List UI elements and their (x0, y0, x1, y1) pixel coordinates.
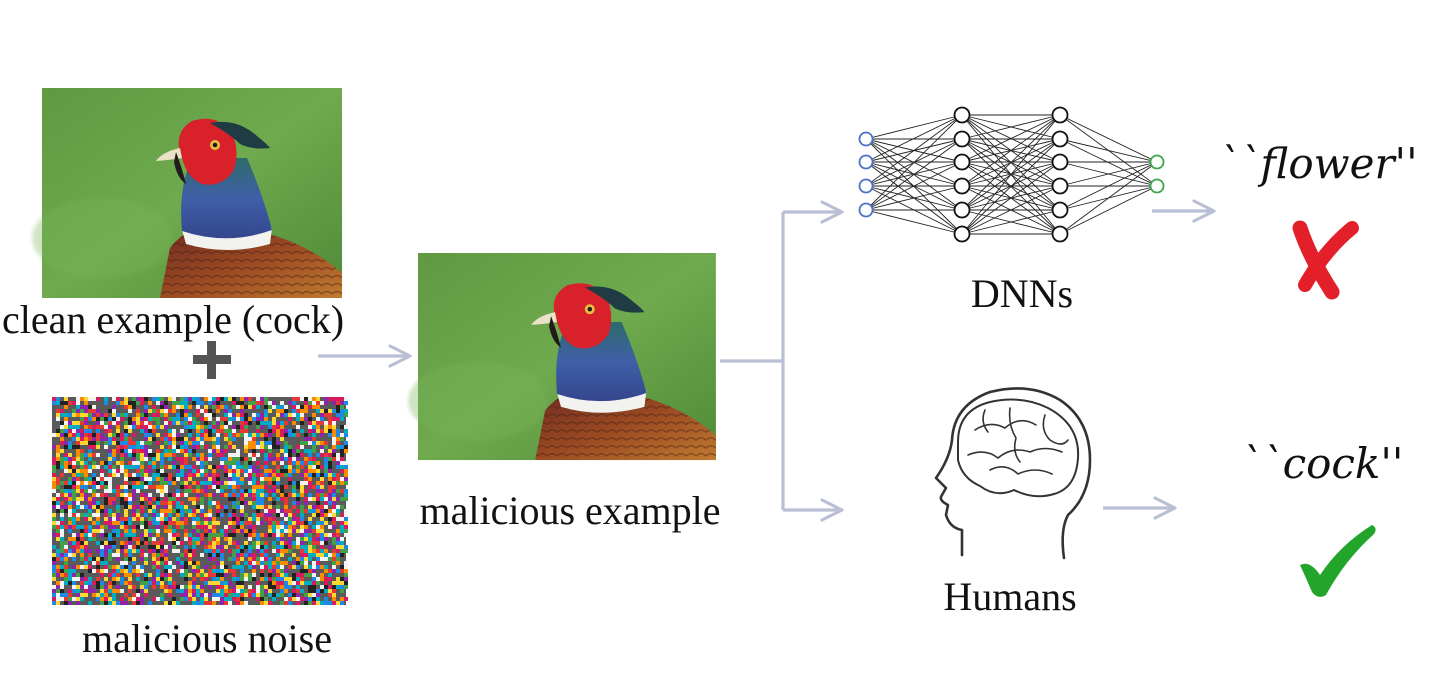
network-node (953, 225, 971, 243)
network-node (858, 202, 874, 218)
humans-label: Humans (943, 574, 1076, 619)
network-node (858, 178, 874, 194)
cross-icon (1292, 220, 1359, 300)
network-node (953, 177, 971, 195)
network-node (953, 201, 971, 219)
check-icon (1300, 525, 1376, 597)
clean-example-label: clean example (cock) (2, 297, 344, 342)
dnn-prediction-label: ``flower'' (1218, 139, 1417, 188)
branch-connector (720, 200, 844, 522)
network-node (858, 131, 874, 147)
human-head-brain-icon (934, 387, 1092, 560)
human-prediction-label: ``cock'' (1241, 439, 1404, 488)
clean-example-image (32, 88, 342, 298)
network-node (1051, 201, 1069, 219)
dnns-label: DNNs (971, 271, 1073, 316)
malicious-example-label: malicious example (419, 488, 720, 533)
network-node (1051, 130, 1069, 148)
network-node (1149, 178, 1165, 194)
malicious-noise-label: malicious noise (82, 616, 332, 661)
network-node (1051, 153, 1069, 171)
malicious-example-image (408, 253, 716, 460)
network-node (858, 154, 874, 170)
network-node (953, 130, 971, 148)
malicious-noise-image (52, 397, 348, 605)
plus-icon (193, 341, 231, 379)
network-node (953, 153, 971, 171)
network-node (1051, 225, 1069, 243)
network-node (1149, 154, 1165, 170)
neural-network-icon (858, 106, 1165, 243)
network-node (1051, 106, 1069, 124)
network-node (1051, 177, 1069, 195)
network-node (953, 106, 971, 124)
